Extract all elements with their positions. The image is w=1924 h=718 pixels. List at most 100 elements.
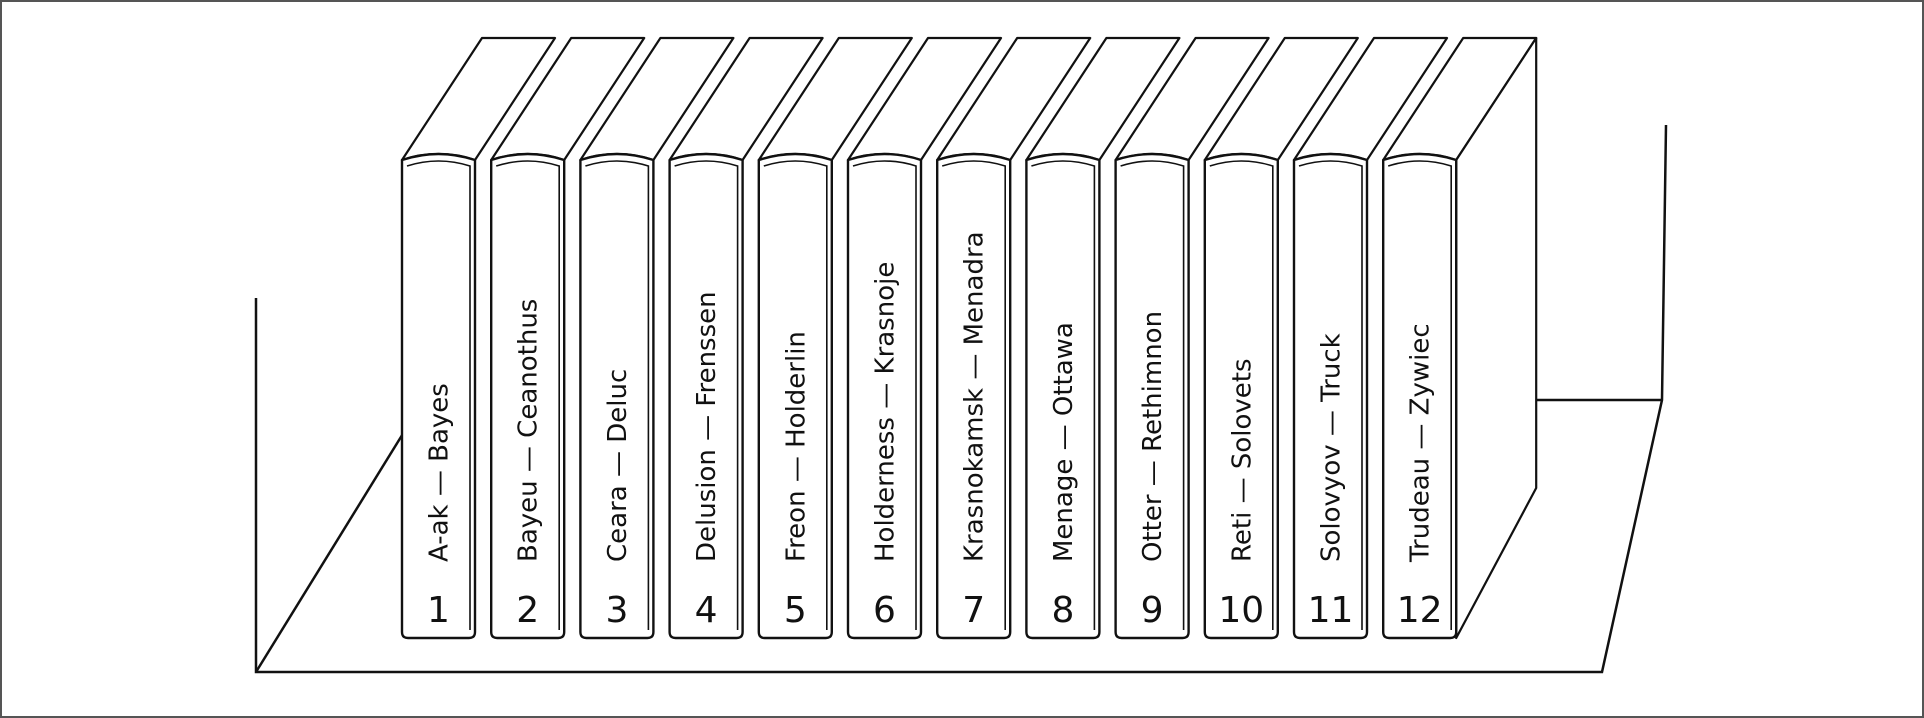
book-spine-edge bbox=[585, 160, 650, 630]
book-spine bbox=[1203, 152, 1279, 640]
book-spine-edge bbox=[941, 160, 1006, 630]
volume-number: 6 bbox=[873, 590, 896, 631]
spine-label: A-ak — Bayes bbox=[425, 383, 455, 562]
spine-label-to: Bayes bbox=[425, 383, 455, 462]
spine-label-dash: — bbox=[960, 345, 990, 388]
book-volume: Reti — Solovets 10 bbox=[1203, 36, 1359, 640]
book-spine-edge bbox=[1120, 160, 1185, 630]
book-spine bbox=[579, 152, 655, 640]
spine-label: Menage — Ottawa bbox=[1049, 322, 1079, 562]
spine-label: Holderness — Krasnoje bbox=[871, 262, 901, 562]
volume-number: 12 bbox=[1397, 590, 1443, 631]
spine-label-dash: — bbox=[1049, 416, 1079, 459]
spine-label-dash: — bbox=[603, 443, 633, 486]
volume-number: 1 bbox=[427, 590, 450, 631]
spine-label: Otter — Rethimnon bbox=[1138, 311, 1168, 562]
book-volume: Holderness — Krasnoje 6 bbox=[846, 36, 1003, 640]
volume-number: 2 bbox=[516, 590, 539, 631]
spine-label: Solovyov — Truck bbox=[1317, 333, 1347, 562]
book-spine bbox=[936, 152, 1012, 640]
spine-label-dash: — bbox=[425, 462, 455, 505]
book-spine bbox=[757, 152, 833, 640]
book-volume: Trudeau — Zywiec 12 bbox=[1382, 36, 1538, 640]
spine-label-from: Reti bbox=[1227, 512, 1257, 562]
book-spine bbox=[846, 152, 923, 640]
volume-number: 8 bbox=[1051, 590, 1074, 631]
spine-label-from: Delusion bbox=[692, 449, 722, 562]
spine-label-dash: — bbox=[514, 438, 544, 481]
volume-number: 7 bbox=[962, 590, 985, 631]
book-spine bbox=[400, 152, 477, 640]
book-volume: A-ak — Bayes 1 bbox=[400, 36, 557, 640]
book-spine-edge bbox=[1209, 160, 1274, 630]
book-volume: Solovyov — Truck 11 bbox=[1292, 36, 1449, 640]
book-volume: Menage — Ottawa 8 bbox=[1025, 36, 1181, 640]
spine-label-to: Rethimnon bbox=[1138, 311, 1168, 452]
spine-label-to: Truck bbox=[1317, 333, 1347, 403]
volume-number: 10 bbox=[1218, 590, 1264, 631]
spine-label-to: Holderlin bbox=[781, 331, 811, 448]
volume-number: 5 bbox=[784, 590, 807, 631]
volume-number: 11 bbox=[1308, 590, 1354, 631]
book-spine-edge bbox=[1387, 160, 1452, 630]
book-spine-edge bbox=[406, 160, 471, 630]
spine-label-from: Ceara bbox=[603, 485, 633, 562]
book-spine bbox=[1292, 152, 1369, 640]
volume-number: 3 bbox=[605, 590, 628, 631]
book-spine bbox=[1382, 152, 1458, 640]
spine-label-to: Zywiec bbox=[1406, 323, 1436, 415]
spine-label-from: Holderness bbox=[871, 417, 901, 562]
book-spine bbox=[490, 152, 566, 640]
spine-label-to: Deluc bbox=[603, 369, 633, 443]
book-volume: Ceara — Deluc 3 bbox=[579, 36, 735, 640]
book-spine-edge bbox=[1298, 160, 1363, 630]
spine-label: Krasnokamsk — Menadra bbox=[960, 231, 990, 562]
book-spine bbox=[1025, 152, 1101, 640]
spine-label-dash: — bbox=[1227, 469, 1257, 512]
spine-label-to: Krasnoje bbox=[871, 262, 901, 375]
spine-label: Delusion — Frenssen bbox=[692, 291, 722, 562]
book-spine-edge bbox=[674, 160, 739, 630]
spine-label-dash: — bbox=[781, 448, 811, 491]
spine-label-from: Freon bbox=[781, 490, 811, 562]
spine-label-to: Ottawa bbox=[1049, 322, 1079, 416]
spine-label-from: Solovyov bbox=[1317, 444, 1347, 562]
spine-label-dash: — bbox=[1406, 415, 1436, 458]
spine-label-to: Solovets bbox=[1227, 358, 1257, 469]
book-spine-edge bbox=[763, 160, 828, 630]
spine-label-from: Bayeu bbox=[514, 480, 544, 562]
book-volume: Freon — Holderlin 5 bbox=[757, 36, 913, 640]
spine-label-dash: — bbox=[871, 374, 901, 417]
spine-label-from: Otter bbox=[1138, 494, 1168, 562]
spine-label: Ceara — Deluc bbox=[603, 369, 633, 562]
shelf-outline bbox=[254, 124, 1668, 674]
book-volume: Bayeu — Ceanothus 2 bbox=[490, 36, 646, 640]
spine-label-dash: — bbox=[1317, 402, 1347, 445]
book-volume: Delusion — Frenssen 4 bbox=[668, 36, 824, 640]
book-spine-edge bbox=[495, 160, 560, 630]
volume-number: 4 bbox=[695, 590, 718, 631]
spine-label-dash: — bbox=[692, 407, 722, 450]
book-spine bbox=[1114, 152, 1190, 640]
spine-label-to: Ceanothus bbox=[514, 299, 544, 438]
book-volume: Krasnokamsk — Menadra 7 bbox=[936, 36, 1092, 640]
spine-label-from: Menage bbox=[1049, 459, 1079, 562]
spine-label: Trudeau — Zywiec bbox=[1406, 323, 1436, 563]
spine-label-to: Frenssen bbox=[692, 291, 722, 406]
spine-label: Reti — Solovets bbox=[1227, 358, 1257, 562]
volume-number: 9 bbox=[1141, 590, 1164, 631]
spine-label-from: A-ak bbox=[425, 504, 455, 562]
spine-label-from: Krasnokamsk bbox=[960, 388, 990, 562]
book-spine-edge bbox=[852, 160, 917, 630]
spine-label-dash: — bbox=[1138, 452, 1168, 495]
book-spine bbox=[668, 152, 744, 640]
spine-label: Freon — Holderlin bbox=[781, 331, 811, 562]
book-volume: Otter — Rethimnon 9 bbox=[1114, 36, 1270, 640]
spine-label: Bayeu — Ceanothus bbox=[514, 299, 544, 562]
book-spine-edge bbox=[1031, 160, 1096, 630]
spine-label-from: Trudeau bbox=[1406, 458, 1436, 563]
shelf-left-floor-edge bbox=[254, 431, 406, 673]
